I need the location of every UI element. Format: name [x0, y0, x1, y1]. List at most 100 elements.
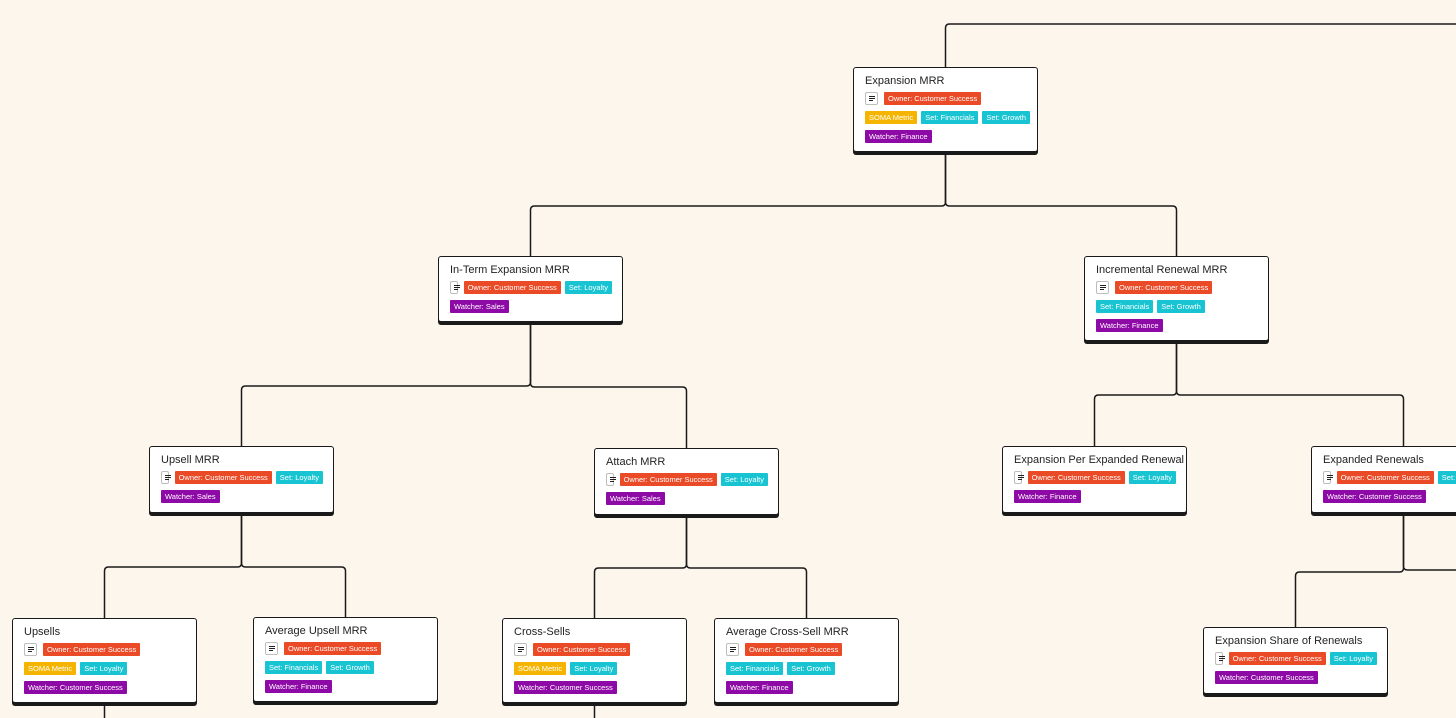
connector-expanded-renewals-to-expansion-share-of-renewals — [1294, 516, 1405, 627]
owner-tag[interactable]: Owner: Customer Success — [533, 643, 631, 656]
owner-tag[interactable]: Owner: Customer Success — [884, 92, 982, 105]
watcher-tag[interactable]: Watcher: Customer Success — [1323, 490, 1426, 503]
set-tag[interactable]: Set: Loyalty — [275, 471, 323, 484]
description-icon[interactable] — [450, 281, 460, 294]
watcher-tag[interactable]: Watcher: Finance — [265, 680, 332, 693]
connector-expansion-mrr-to-in-term-expansion-mrr — [529, 155, 947, 256]
soma-tag[interactable]: SOMA Metric — [514, 662, 567, 675]
description-icon[interactable] — [1323, 471, 1333, 484]
set-tag[interactable]: Set: Growth — [787, 662, 835, 675]
watcher-tag[interactable]: Watcher: Finance — [726, 681, 793, 694]
description-icon[interactable] — [265, 642, 278, 655]
set-tag[interactable]: Set: Growth — [326, 661, 374, 674]
owner-tag[interactable]: Owner: Customer Success — [1228, 652, 1326, 665]
set-tag[interactable]: Set: Financials — [265, 661, 323, 674]
connector-upsell-mrr-to-upsells — [103, 516, 243, 618]
node-average-upsell-mrr[interactable]: Average Upsell MRR Owner: Customer Succes… — [253, 617, 438, 702]
watcher-tag[interactable]: Watcher: Sales — [606, 492, 665, 505]
connector-attach-mrr-to-cross-sells — [593, 518, 688, 618]
owner-tag[interactable]: Owner: Customer Success — [43, 643, 141, 656]
owner-tag[interactable]: Owner: Customer Success — [1336, 471, 1434, 484]
description-icon[interactable] — [24, 643, 37, 656]
watcher-tag[interactable]: Watcher: Customer Success — [24, 681, 127, 694]
soma-tag[interactable]: SOMA Metric — [865, 111, 918, 124]
owner-tag[interactable]: Owner: Customer Success — [1115, 281, 1213, 294]
set-tag[interactable]: Set: Loyalty — [564, 281, 612, 294]
tag-row: Owner: Customer Success — [1096, 280, 1258, 295]
connector-root — [944, 23, 1456, 67]
connector-incremental-renewal-mrr-to-expansion-per-expanded-renewal — [1093, 344, 1178, 446]
node-title: Average Cross-Sell MRR — [726, 626, 849, 638]
tag-row: Owner: Customer Success — [865, 91, 1027, 106]
tag-row: Watcher: Customer Success — [1323, 489, 1456, 504]
description-icon[interactable] — [1096, 281, 1109, 294]
owner-tag[interactable]: Owner: Customer Success — [463, 281, 561, 294]
tag-row: Watcher: Finance — [865, 129, 1027, 144]
description-icon[interactable] — [1215, 652, 1225, 665]
owner-tag[interactable]: Owner: Customer Success — [619, 473, 717, 486]
owner-tag[interactable]: Owner: Customer Success — [1027, 471, 1125, 484]
tag-row: Owner: Customer Success — [726, 642, 888, 657]
set-tag[interactable]: Set: Loyalty — [1329, 652, 1377, 665]
description-icon[interactable] — [865, 92, 878, 105]
node-average-cross-sell-mrr[interactable]: Average Cross-Sell MRR Owner: Customer Su… — [714, 618, 899, 703]
node-incremental-renewal-mrr[interactable]: Incremental Renewal MRR Owner: Customer S… — [1084, 256, 1269, 341]
tag-row: Watcher: Customer Success — [24, 680, 186, 695]
watcher-tag[interactable]: Watcher: Finance — [865, 130, 932, 143]
tag-row: Watcher: Finance — [1014, 489, 1176, 504]
set-tag[interactable]: Set: Financials — [1096, 300, 1154, 313]
watcher-tag[interactable]: Watcher: Finance — [1014, 490, 1081, 503]
set-tag[interactable]: Set: Loyalty — [1437, 471, 1456, 484]
set-tag[interactable]: Set: Loyalty — [720, 473, 768, 486]
owner-tag[interactable]: Owner: Customer Success — [174, 471, 272, 484]
connector-upsell-mrr-to-average-upsell-mrr — [240, 516, 347, 617]
owner-tag[interactable]: Owner: Customer Success — [284, 642, 382, 655]
description-icon[interactable] — [161, 471, 171, 484]
set-tag[interactable]: Set: Loyalty — [1128, 471, 1176, 484]
description-icon[interactable] — [726, 643, 739, 656]
node-title: Incremental Renewal MRR — [1096, 264, 1228, 276]
node-title: Average Upsell MRR — [265, 625, 368, 637]
owner-tag[interactable]: Owner: Customer Success — [745, 643, 843, 656]
set-tag[interactable]: Set: Financials — [921, 111, 979, 124]
description-icon[interactable] — [1014, 471, 1024, 484]
set-tag[interactable]: Set: Financials — [726, 662, 784, 675]
connector-expanded-renewals-offscreen — [1402, 516, 1456, 571]
watcher-tag[interactable]: Watcher: Sales — [450, 300, 509, 313]
description-icon[interactable] — [514, 643, 527, 656]
set-tag[interactable]: Set: Growth — [1157, 300, 1205, 313]
node-title: Expansion Per Expanded Renewal — [1014, 454, 1185, 466]
set-tag[interactable]: Set: Loyalty — [570, 662, 618, 675]
watcher-tag[interactable]: Watcher: Sales — [161, 490, 220, 503]
watcher-tag[interactable]: Watcher: Customer Success — [1215, 671, 1318, 684]
tag-row: Owner: Customer Success — [265, 641, 427, 656]
watcher-tag[interactable]: Watcher: Finance — [1096, 319, 1163, 332]
tag-row: Watcher: Sales — [606, 491, 768, 506]
node-title: Upsells — [24, 626, 61, 638]
tag-row: Owner: Customer Success — [24, 642, 186, 657]
connector-expansion-mrr-to-incremental-renewal-mrr — [944, 155, 1178, 256]
description-icon[interactable] — [606, 473, 616, 486]
tag-row: Watcher: Sales — [161, 489, 323, 504]
soma-tag[interactable]: SOMA Metric — [24, 662, 77, 675]
set-tag[interactable]: Set: Loyalty — [80, 662, 128, 675]
node-title: Upsell MRR — [161, 454, 220, 466]
set-tag[interactable]: Set: Growth — [982, 111, 1030, 124]
watcher-tag[interactable]: Watcher: Customer Success — [514, 681, 617, 694]
